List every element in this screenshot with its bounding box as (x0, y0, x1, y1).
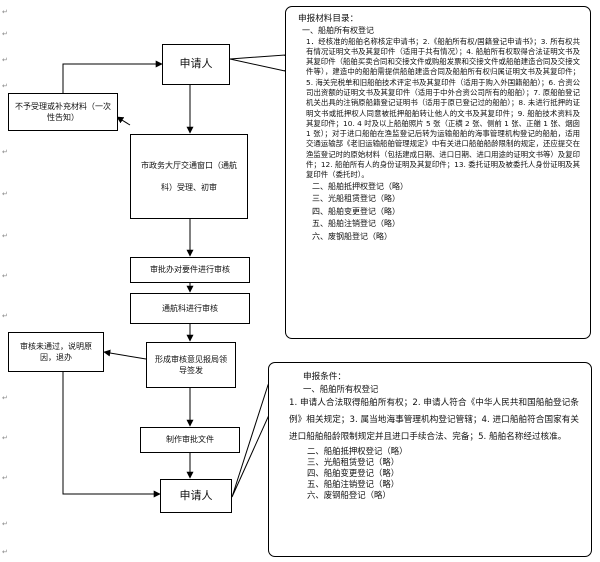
paragraph-mark: ↵ (2, 474, 8, 482)
paragraph-mark: ↵ (2, 190, 8, 198)
materials-section-1-body: 1．经核准的船舶名称核定申请书；2.《船舶所有权/国籍登记申请书》；3. 所有权… (306, 36, 580, 180)
paragraph-mark: ↵ (2, 520, 8, 528)
not-accepted-label: 不予受理或补充材料（一次性告知） (15, 101, 111, 122)
arrow-opinion-to-failed (103, 349, 147, 360)
materials-section-6: 六、废钢船登记（略） (312, 231, 392, 241)
applicant-bottom-box: 申请人 (160, 479, 232, 513)
materials-section-5: 五、船舶注销登记（略） (312, 219, 400, 229)
paragraph-mark: ↵ (2, 30, 8, 38)
make-document-label: 制作审批文件 (166, 435, 214, 445)
conditions-section-4: 四、船舶变更登记（略） (307, 468, 400, 478)
conditions-section-6: 六、废钢船登记（略） (307, 490, 391, 500)
applicant-top-label: 申请人 (179, 57, 213, 71)
conditions-section-1-body: 1. 申请人合法取得船舶所有权；2. 申请人符合《中华人民共和国船舶登记条例》相… (289, 398, 579, 442)
conditions-section-2: 二、船舶抵押权登记（略） (307, 446, 408, 456)
conditions-section-3: 三、光船租赁登记（略） (307, 457, 400, 467)
approval-office-box: 审批办对要件进行审核 (130, 257, 250, 283)
arrow-window-to-not-accepted (116, 116, 131, 126)
paragraph-mark: ↵ (2, 82, 8, 90)
arrow-not-accepted-to-applicant (62, 60, 163, 93)
materials-section-3: 三、光船租赁登记（略） (312, 194, 400, 204)
make-document-box: 制作审批文件 (140, 427, 240, 453)
paragraph-mark: ↵ (2, 394, 8, 402)
conditions-section-5: 五、船舶注销登记（略） (307, 479, 400, 489)
applicant-top-box: 申请人 (162, 44, 230, 85)
window-accept-label: 市政务大厅交通窗口（通航科）受理、初审 (141, 160, 237, 192)
paragraph-mark: ↵ (2, 148, 8, 156)
paragraph-mark: ↵ (2, 272, 8, 280)
applicant-bottom-label: 申请人 (179, 488, 213, 502)
paragraph-mark: ↵ (2, 434, 8, 442)
materials-section-1: 一、船舶所有权登记 (302, 26, 374, 35)
paragraph-mark: ↵ (2, 232, 8, 240)
conditions-callout: 申报条件： 一、船舶所有权登记 1. 申请人合法取得船舶所有权；2. 申请人符合… (268, 362, 592, 557)
materials-callout-pointer (229, 54, 286, 72)
paragraph-mark: ↵ (2, 56, 8, 64)
window-accept-box: 市政务大厅交通窗口（通航科）受理、初审 (130, 134, 248, 219)
materials-section-4: 四、船舶变更登记（略） (312, 206, 400, 216)
navigation-review-label: 通航科进行审核 (162, 303, 218, 313)
materials-callout: 申报材料目录： 一、船舶所有权登记 1．经核准的船舶名称核定申请书；2.《船舶所… (285, 6, 591, 339)
review-failed-box: 审核未通过，说明原因，退办 (8, 332, 104, 372)
navigation-review-box: 通航科进行审核 (130, 293, 250, 324)
form-opinion-label: 形成审核意见报局领导签发 (155, 354, 227, 375)
conditions-section-1: 一、船舶所有权登记 (303, 384, 379, 394)
form-opinion-box: 形成审核意见报局领导签发 (146, 342, 236, 388)
review-failed-label: 审核未通过，说明原因，退办 (20, 341, 92, 362)
materials-heading: 申报材料目录： (298, 14, 359, 24)
paragraph-mark: ↵ (2, 312, 8, 320)
not-accepted-box: 不予受理或补充材料（一次性告知） (8, 93, 118, 131)
paragraph-mark: ↵ (2, 8, 8, 16)
conditions-heading: 申报条件： (303, 372, 346, 382)
paragraph-mark: ↵ (2, 548, 8, 556)
arrow-failed-to-applicant (62, 372, 161, 498)
materials-section-2: 二、船舶抵押权登记（略） (312, 181, 408, 191)
approval-office-label: 审批办对要件进行审核 (150, 265, 230, 275)
